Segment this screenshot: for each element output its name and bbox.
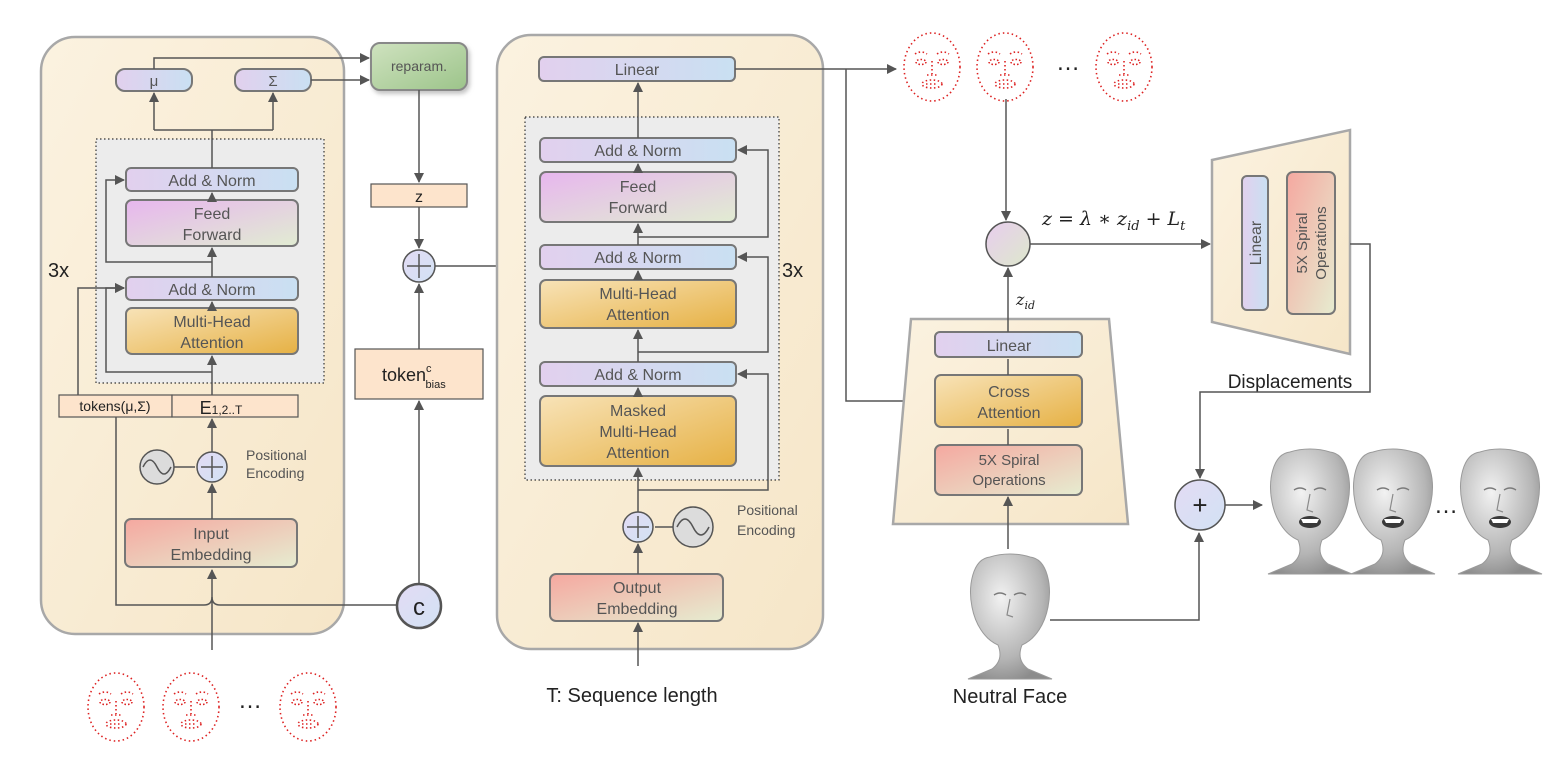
decoder-pos-enc-1: Positional [737,502,798,518]
encoder-addnorm-bottom-label: Add & Norm [168,282,255,299]
e-label: E1,2..T [200,398,243,418]
input-embedding [124,518,298,568]
animated-face-1 [1268,449,1352,574]
identity-spiral-line2: Operations [972,472,1045,489]
fusion-node [985,221,1031,267]
tokens-label: tokens(μ,Σ) [79,398,150,414]
output-landmark-face-1 [903,32,961,102]
decoder-masked-line1: Masked [610,403,666,420]
sequence-length-label: T: Sequence length [546,685,717,707]
input-landmark-face-2 [162,672,220,742]
output-landmark-face-3 [1095,32,1153,102]
reparam-label: reparam. [391,58,447,74]
mesh-decoder-linear [1241,175,1269,311]
encoder-mha-line2: Attention [180,335,243,352]
output-add-label: + [1192,490,1207,520]
token-bias-box [354,348,484,400]
output-embedding [549,573,724,622]
decoder-addnorm-1-label: Add & Norm [594,143,681,160]
output-embedding-line1: Output [613,580,662,597]
animated-face-3 [1458,449,1542,574]
decoder-repeat-label: 3x [782,260,803,282]
decoder-addnorm-2-label: Add & Norm [594,250,681,267]
encoder-addnorm-top-label: Add & Norm [168,173,255,190]
z-label: z [415,189,423,206]
encoder-repeat-label: 3x [48,260,69,282]
fusion-formula: z = λ ∗ zid + Lt [1041,208,1186,234]
decoder-addnorm-3-label: Add & Norm [594,367,681,384]
mesh-decoder-spiral-line1: 5X Spiral [1294,213,1311,274]
input-embedding-line2: Embedding [171,547,252,564]
decoder-mha-line2: Attention [606,307,669,324]
encoder-pos-enc-2: Encoding [246,465,304,481]
encoder-mha-line1: Multi-Head [173,314,250,331]
displacements-label: Displacements [1228,372,1353,393]
cross-attention-line1: Cross [988,384,1030,401]
animated-ellipsis: … [1434,492,1458,519]
decoder-mha-line1: Multi-Head [599,286,676,303]
animated-face-2 [1351,449,1435,574]
decoder-ff-line2: Forward [609,200,668,217]
decoder-linear-label: Linear [615,62,660,79]
decoder-pos-enc-2: Encoding [737,522,795,538]
sigma-label: Σ [268,73,277,90]
input-landmark-face-3 [279,672,337,742]
decoder-masked-line3: Attention [606,445,669,462]
neutral-face-mesh [967,553,1053,680]
mesh-decoder-spiral [1286,171,1336,315]
identity-spiral-line1: 5X Spiral [979,452,1040,469]
decoder-masked-line2: Multi-Head [599,424,676,441]
cross-attention-line2: Attention [977,405,1040,422]
input-landmark-face-1 [87,672,145,742]
input-embedding-line1: Input [193,526,229,543]
output-ellipsis: … [1056,49,1080,76]
mu-label: μ [150,73,159,90]
identity-linear-label: Linear [987,338,1032,355]
encoder-ff-line1: Feed [194,206,230,223]
decoder-ff-line1: Feed [620,179,656,196]
encoder-pos-enc-1: Positional [246,447,307,463]
output-embedding-line2: Embedding [597,601,678,618]
e-box [171,394,299,418]
condition-c-label: c [413,594,425,621]
mesh-decoder-linear-label: Linear [1248,220,1265,265]
input-ellipsis: … [238,687,262,714]
mesh-decoder-spiral-line2: Operations [1313,206,1330,279]
neutral-face-label: Neutral Face [953,686,1068,708]
output-landmark-face-2 [976,32,1034,102]
zid-label: zid [1015,290,1035,312]
encoder-ff-line2: Forward [183,227,242,244]
